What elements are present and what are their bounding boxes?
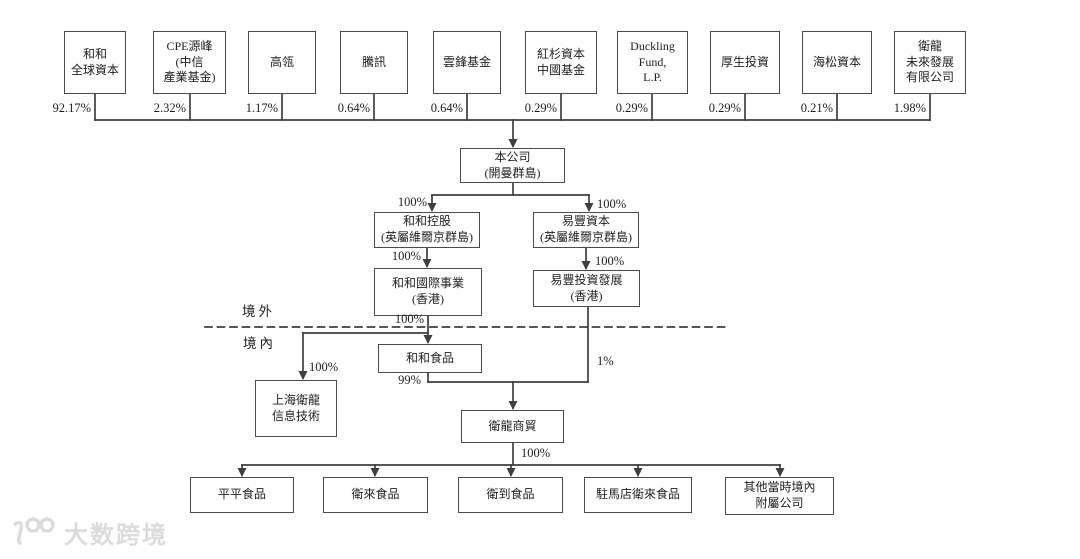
pct-housheng-investment: 0.29% bbox=[708, 101, 741, 115]
pct-weilong-future-development: 1.98% bbox=[893, 101, 926, 115]
pct-trading-to-subsidiaries: 100% bbox=[521, 446, 551, 460]
pct-cpe-yuanfeng: 2.32% bbox=[153, 101, 186, 115]
shareholder-box-tencent: 騰訊 bbox=[340, 31, 408, 94]
shareholder-box-sequoia-china: 紅杉資本 中國基金 bbox=[525, 31, 597, 94]
shareholder-box-cpe-yuanfeng: CPE源峰 (中信 產業基金) bbox=[153, 31, 226, 94]
pct-yifeng-investment-to-trading: 1% bbox=[597, 354, 614, 368]
pct-hehe-global-capital: 92.17% bbox=[52, 101, 91, 115]
shareholder-box-hillhouse: 高瓴 bbox=[248, 31, 316, 94]
hehe-food-box: 和和食品 bbox=[378, 344, 482, 373]
company-box: 本公司 (開曼群島) bbox=[460, 148, 565, 183]
watermark: 大数跨境 bbox=[8, 514, 168, 548]
shareholder-box-yunfeng-fund: 雲鋒基金 bbox=[433, 31, 501, 94]
pct-yunfeng-fund: 0.64% bbox=[430, 101, 463, 115]
pct-hehe-food-to-trading: 99% bbox=[398, 373, 421, 387]
pct-company-to-yifeng-capital: 100% bbox=[597, 197, 627, 211]
shanghai-weilong-it-box: 上海衛龍 信息技術 bbox=[255, 380, 337, 437]
offshore-label: 境外 bbox=[242, 304, 275, 319]
watermark-100-logo-icon bbox=[13, 517, 55, 545]
zhumadian-weilai-food-box: 駐馬店衛來食品 bbox=[584, 477, 692, 513]
pct-hillhouse: 1.17% bbox=[245, 101, 278, 115]
pct-to-shanghai-weilong-it: 100% bbox=[309, 360, 339, 374]
pct-to-hehe-food: 100% bbox=[394, 312, 424, 326]
shareholder-box-housheng-investment: 厚生投資 bbox=[710, 31, 780, 94]
pct-company-to-hehe-holdings: 100% bbox=[397, 195, 427, 209]
shareholder-box-weilong-future-development: 衛龍 未來發展 有限公司 bbox=[894, 31, 966, 94]
yifeng-investment-box: 易豐投資發展 (香港) bbox=[533, 270, 640, 307]
hehe-holdings-box: 和和控股 (英屬維爾京群島) bbox=[374, 212, 480, 248]
weilong-trading-box: 衛龍商貿 bbox=[461, 410, 564, 443]
pct-sequoia-china: 0.29% bbox=[524, 101, 557, 115]
weilai-food-box: 衛來食品 bbox=[323, 477, 428, 513]
pct-haisong-capital: 0.21% bbox=[800, 101, 833, 115]
yifeng-capital-box: 易豐資本 (英屬維爾京群島) bbox=[533, 212, 639, 248]
shareholder-box-duckling-fund: Duckling Fund, L.P. bbox=[617, 31, 688, 94]
watermark-text: 大数跨境 bbox=[64, 522, 168, 549]
pct-duckling-fund: 0.29% bbox=[615, 101, 648, 115]
other-domestic-subsidiaries-box: 其他當時境內 附屬公司 bbox=[725, 477, 834, 515]
weidao-food-box: 衛到食品 bbox=[458, 477, 563, 513]
shareholder-box-haisong-capital: 海松資本 bbox=[802, 31, 872, 94]
shareholder-box-hehe-global-capital: 和和 全球資本 bbox=[64, 31, 126, 94]
onshore-label: 境內 bbox=[243, 336, 276, 351]
pingping-food-box: 平平食品 bbox=[190, 477, 294, 513]
pct-to-hehe-international: 100% bbox=[391, 249, 421, 263]
hehe-international-box: 和和國際事業 (香港) bbox=[374, 268, 482, 316]
pct-tencent: 0.64% bbox=[337, 101, 370, 115]
pct-to-yifeng-investment: 100% bbox=[595, 254, 625, 268]
